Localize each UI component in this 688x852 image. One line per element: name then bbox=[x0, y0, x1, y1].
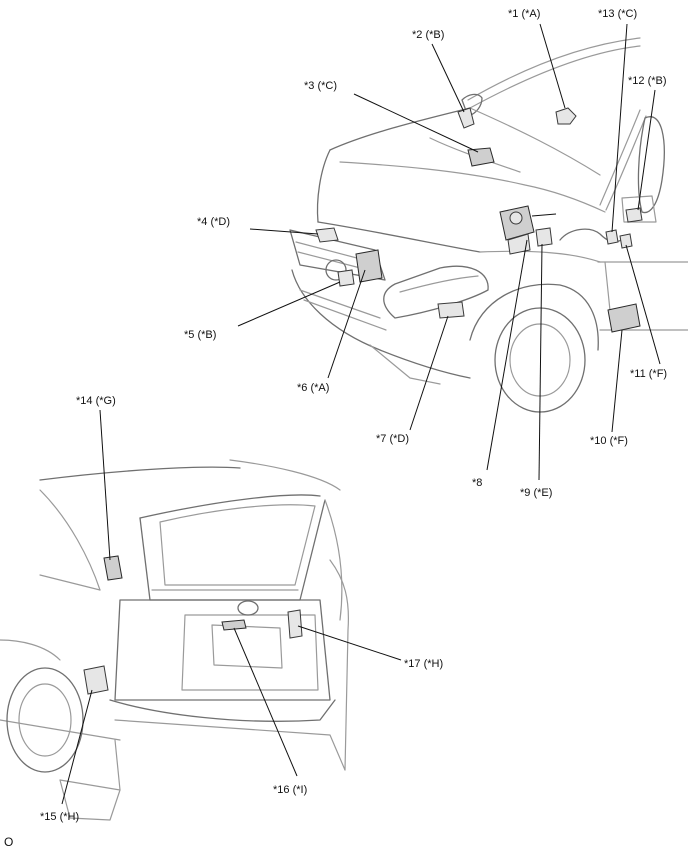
leader-10 bbox=[611, 329, 623, 433]
leader-4 bbox=[249, 228, 319, 235]
part-9 bbox=[535, 227, 553, 247]
figure-code: O bbox=[4, 835, 13, 849]
leader-6 bbox=[327, 269, 366, 379]
leader-16 bbox=[233, 627, 298, 777]
callout-16: *16 (*I) bbox=[273, 784, 307, 796]
part-3 bbox=[467, 147, 495, 167]
callout-1: *1 (*A) bbox=[508, 8, 540, 20]
part-2 bbox=[457, 107, 475, 129]
callout-10: *10 (*F) bbox=[590, 435, 628, 447]
part-11 bbox=[619, 233, 633, 249]
leader-13 bbox=[611, 23, 628, 233]
callout-6: *6 (*A) bbox=[297, 382, 329, 394]
rear-vehicle-illustration bbox=[0, 459, 350, 821]
leader-14 bbox=[99, 409, 111, 561]
callout-9: *9 (*E) bbox=[520, 487, 552, 499]
callout-8: *8 bbox=[472, 477, 482, 489]
part-7 bbox=[437, 301, 465, 319]
leader-12 bbox=[637, 89, 656, 211]
callout-11: *11 (*F) bbox=[630, 368, 667, 380]
front-vehicle-illustration bbox=[289, 37, 688, 413]
part-10 bbox=[607, 303, 641, 333]
leader-9 bbox=[538, 243, 543, 481]
part-15 bbox=[83, 665, 109, 695]
callout-13: *13 (*C) bbox=[598, 8, 637, 20]
part-1 bbox=[555, 107, 577, 125]
part-8-actuator bbox=[499, 205, 557, 255]
component-parts bbox=[83, 107, 643, 695]
callout-4: *4 (*D) bbox=[197, 216, 230, 228]
callout-labels: *1 (*A) *2 (*B) *3 (*C) *4 (*D) *5 (*B) … bbox=[40, 8, 667, 823]
leader-2 bbox=[431, 43, 465, 113]
leader-15 bbox=[61, 689, 93, 805]
part-4 bbox=[315, 227, 339, 243]
part-13 bbox=[605, 229, 619, 245]
leader-5 bbox=[237, 281, 341, 327]
callout-14: *14 (*G) bbox=[76, 395, 116, 407]
part-6 bbox=[355, 249, 383, 283]
leader-11 bbox=[625, 244, 661, 365]
part-17 bbox=[287, 609, 303, 639]
callout-7: *7 (*D) bbox=[376, 433, 409, 445]
part-16 bbox=[221, 619, 247, 631]
callout-17: *17 (*H) bbox=[404, 658, 443, 670]
leader-1 bbox=[539, 23, 566, 109]
leader-8 bbox=[486, 239, 528, 471]
leader-17 bbox=[297, 625, 402, 661]
callout-2: *2 (*B) bbox=[412, 29, 444, 41]
leader-lines bbox=[61, 23, 661, 805]
callout-3: *3 (*C) bbox=[304, 80, 337, 92]
part-12 bbox=[625, 207, 643, 223]
part-14 bbox=[103, 555, 123, 581]
callout-12: *12 (*B) bbox=[628, 75, 667, 87]
part-5 bbox=[337, 269, 355, 287]
leader-7 bbox=[409, 315, 449, 431]
callout-15: *15 (*H) bbox=[40, 811, 79, 823]
leader-3 bbox=[353, 93, 479, 153]
callout-5: *5 (*B) bbox=[184, 329, 216, 341]
